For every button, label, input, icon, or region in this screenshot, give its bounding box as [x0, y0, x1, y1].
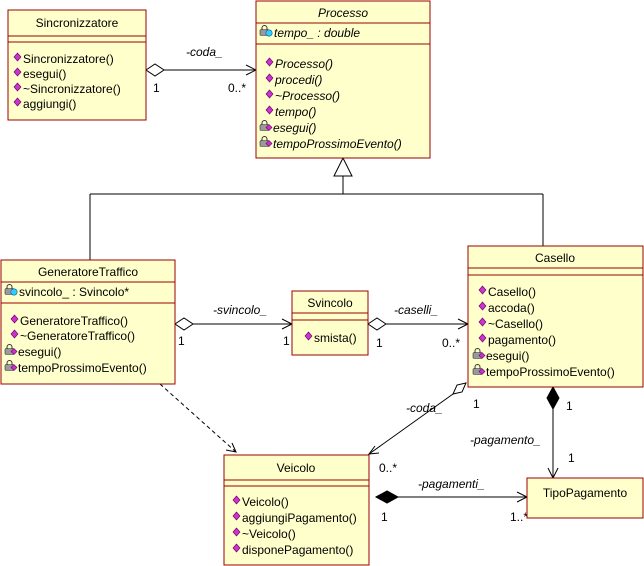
multiplicity-target: 0..* [379, 461, 397, 475]
operation: esegui() [486, 349, 529, 363]
multiplicity-source: 1 [381, 510, 388, 524]
association-sincronizzatore-processo: -coda_ 1 0..* [145, 45, 258, 95]
class-name: Svincolo [307, 296, 353, 310]
operation: ~Veicolo() [242, 527, 296, 541]
operation: aggiungiPagamento() [242, 511, 357, 525]
operation: aggiungi() [23, 97, 76, 111]
role-label-coda: -coda_ [186, 45, 223, 59]
operation: smista() [314, 331, 357, 345]
attribute: svincolo_ : Svincolo* [19, 285, 129, 299]
operation: Casello() [488, 285, 536, 299]
class-svincolo[interactable]: Svincolo smista() [291, 290, 369, 356]
class-name: GeneratoreTraffico [38, 265, 138, 279]
operation: disponePagamento() [242, 543, 353, 557]
multiplicity-target: 0..* [442, 336, 460, 350]
multiplicity-source: 1 [566, 399, 573, 413]
multiplicity-target: 1 [568, 451, 575, 465]
class-name: Processo [318, 6, 368, 20]
class-box [0, 259, 176, 385]
aggregation-diamond [145, 63, 165, 77]
association-veicolo-tipopagamento: -pagamenti_ 1 1..* [374, 477, 528, 524]
class-box [7, 9, 147, 121]
operation: ~GeneratoreTraffico() [20, 329, 135, 343]
role-label-caselli: -caselli_ [394, 303, 438, 317]
class-processo[interactable]: Processo tempo_ : double Processo() proc… [255, 0, 431, 159]
class-name: TipoPagamento [543, 486, 628, 500]
composition-diamond [546, 385, 560, 411]
multiplicity-target: 1..* [510, 510, 528, 524]
operation: procedi() [274, 73, 322, 87]
class-veicolo[interactable]: Veicolo Veicolo() aggiungiPagamento() ~V… [223, 454, 370, 566]
operation: Sincronizzatore() [23, 52, 114, 66]
operation: Processo() [275, 57, 333, 71]
multiplicity-source: 1 [178, 334, 185, 348]
aggregation-diamond [452, 382, 467, 395]
aggregation-diamond [174, 317, 194, 331]
operation: Veicolo() [242, 495, 289, 509]
operation: ~Casello() [488, 317, 543, 331]
operation: tempoProssimoEvento() [18, 361, 147, 375]
class-box [223, 454, 370, 566]
class-casello[interactable]: Casello Casello() accoda() ~Casello() pa… [467, 245, 644, 388]
class-box [291, 290, 369, 356]
class-name: Veicolo [277, 461, 316, 475]
role-label-coda: -coda_ [406, 401, 443, 415]
class-generatore-traffico[interactable]: GeneratoreTraffico svincolo_ : Svincolo*… [0, 259, 176, 385]
role-label-svincolo: -svincolo_ [213, 303, 267, 317]
class-box [467, 245, 644, 388]
operation: GeneratoreTraffico() [20, 314, 128, 328]
operation: esegui() [273, 121, 316, 135]
multiplicity-source: 1 [473, 397, 480, 411]
operation: pagamento() [488, 333, 556, 347]
class-tipo-pagamento[interactable]: TipoPagamento [526, 477, 644, 519]
multiplicity-target: 0..* [228, 81, 246, 95]
role-label-pagamenti: -pagamenti_ [418, 477, 485, 491]
attribute: tempo_ : double [274, 26, 360, 40]
association-svincolo-casello: -caselli_ 1 0..* [367, 303, 470, 350]
association-casello-tipopagamento: -pagamento_ 1 1 [470, 385, 575, 480]
multiplicity-source: 1 [376, 336, 383, 350]
aggregation-diamond [367, 317, 387, 331]
class-sincronizzatore[interactable]: Sincronizzatore Sincronizzatore() esegui… [7, 9, 147, 121]
dependency-generatore-veicolo [159, 383, 237, 453]
generalization-processo [89, 156, 544, 260]
operation: ~Processo() [275, 89, 340, 103]
association-generatore-svincolo: -svincolo_ 1 1 [174, 303, 294, 348]
composition-diamond [374, 490, 400, 504]
class-name: Casello [535, 251, 575, 265]
multiplicity-target: 1 [283, 334, 290, 348]
operation: ~Sincronizzatore() [23, 82, 121, 96]
role-label-pagamento: -pagamento_ [470, 433, 541, 447]
operation: esegui() [18, 345, 61, 359]
operation: tempoProssimoEvento() [273, 137, 402, 151]
operation: accoda() [488, 301, 535, 315]
class-box [526, 477, 644, 519]
generalization-triangle [333, 156, 353, 177]
multiplicity-source: 1 [153, 81, 160, 95]
class-name: Sincronizzatore [36, 16, 119, 30]
association-casello-veicolo: -coda_ 1 0..* [367, 382, 480, 475]
operation: tempoProssimoEvento() [486, 365, 615, 379]
class-box [255, 0, 431, 159]
operation: tempo() [275, 105, 316, 119]
operation: esegui() [23, 67, 66, 81]
